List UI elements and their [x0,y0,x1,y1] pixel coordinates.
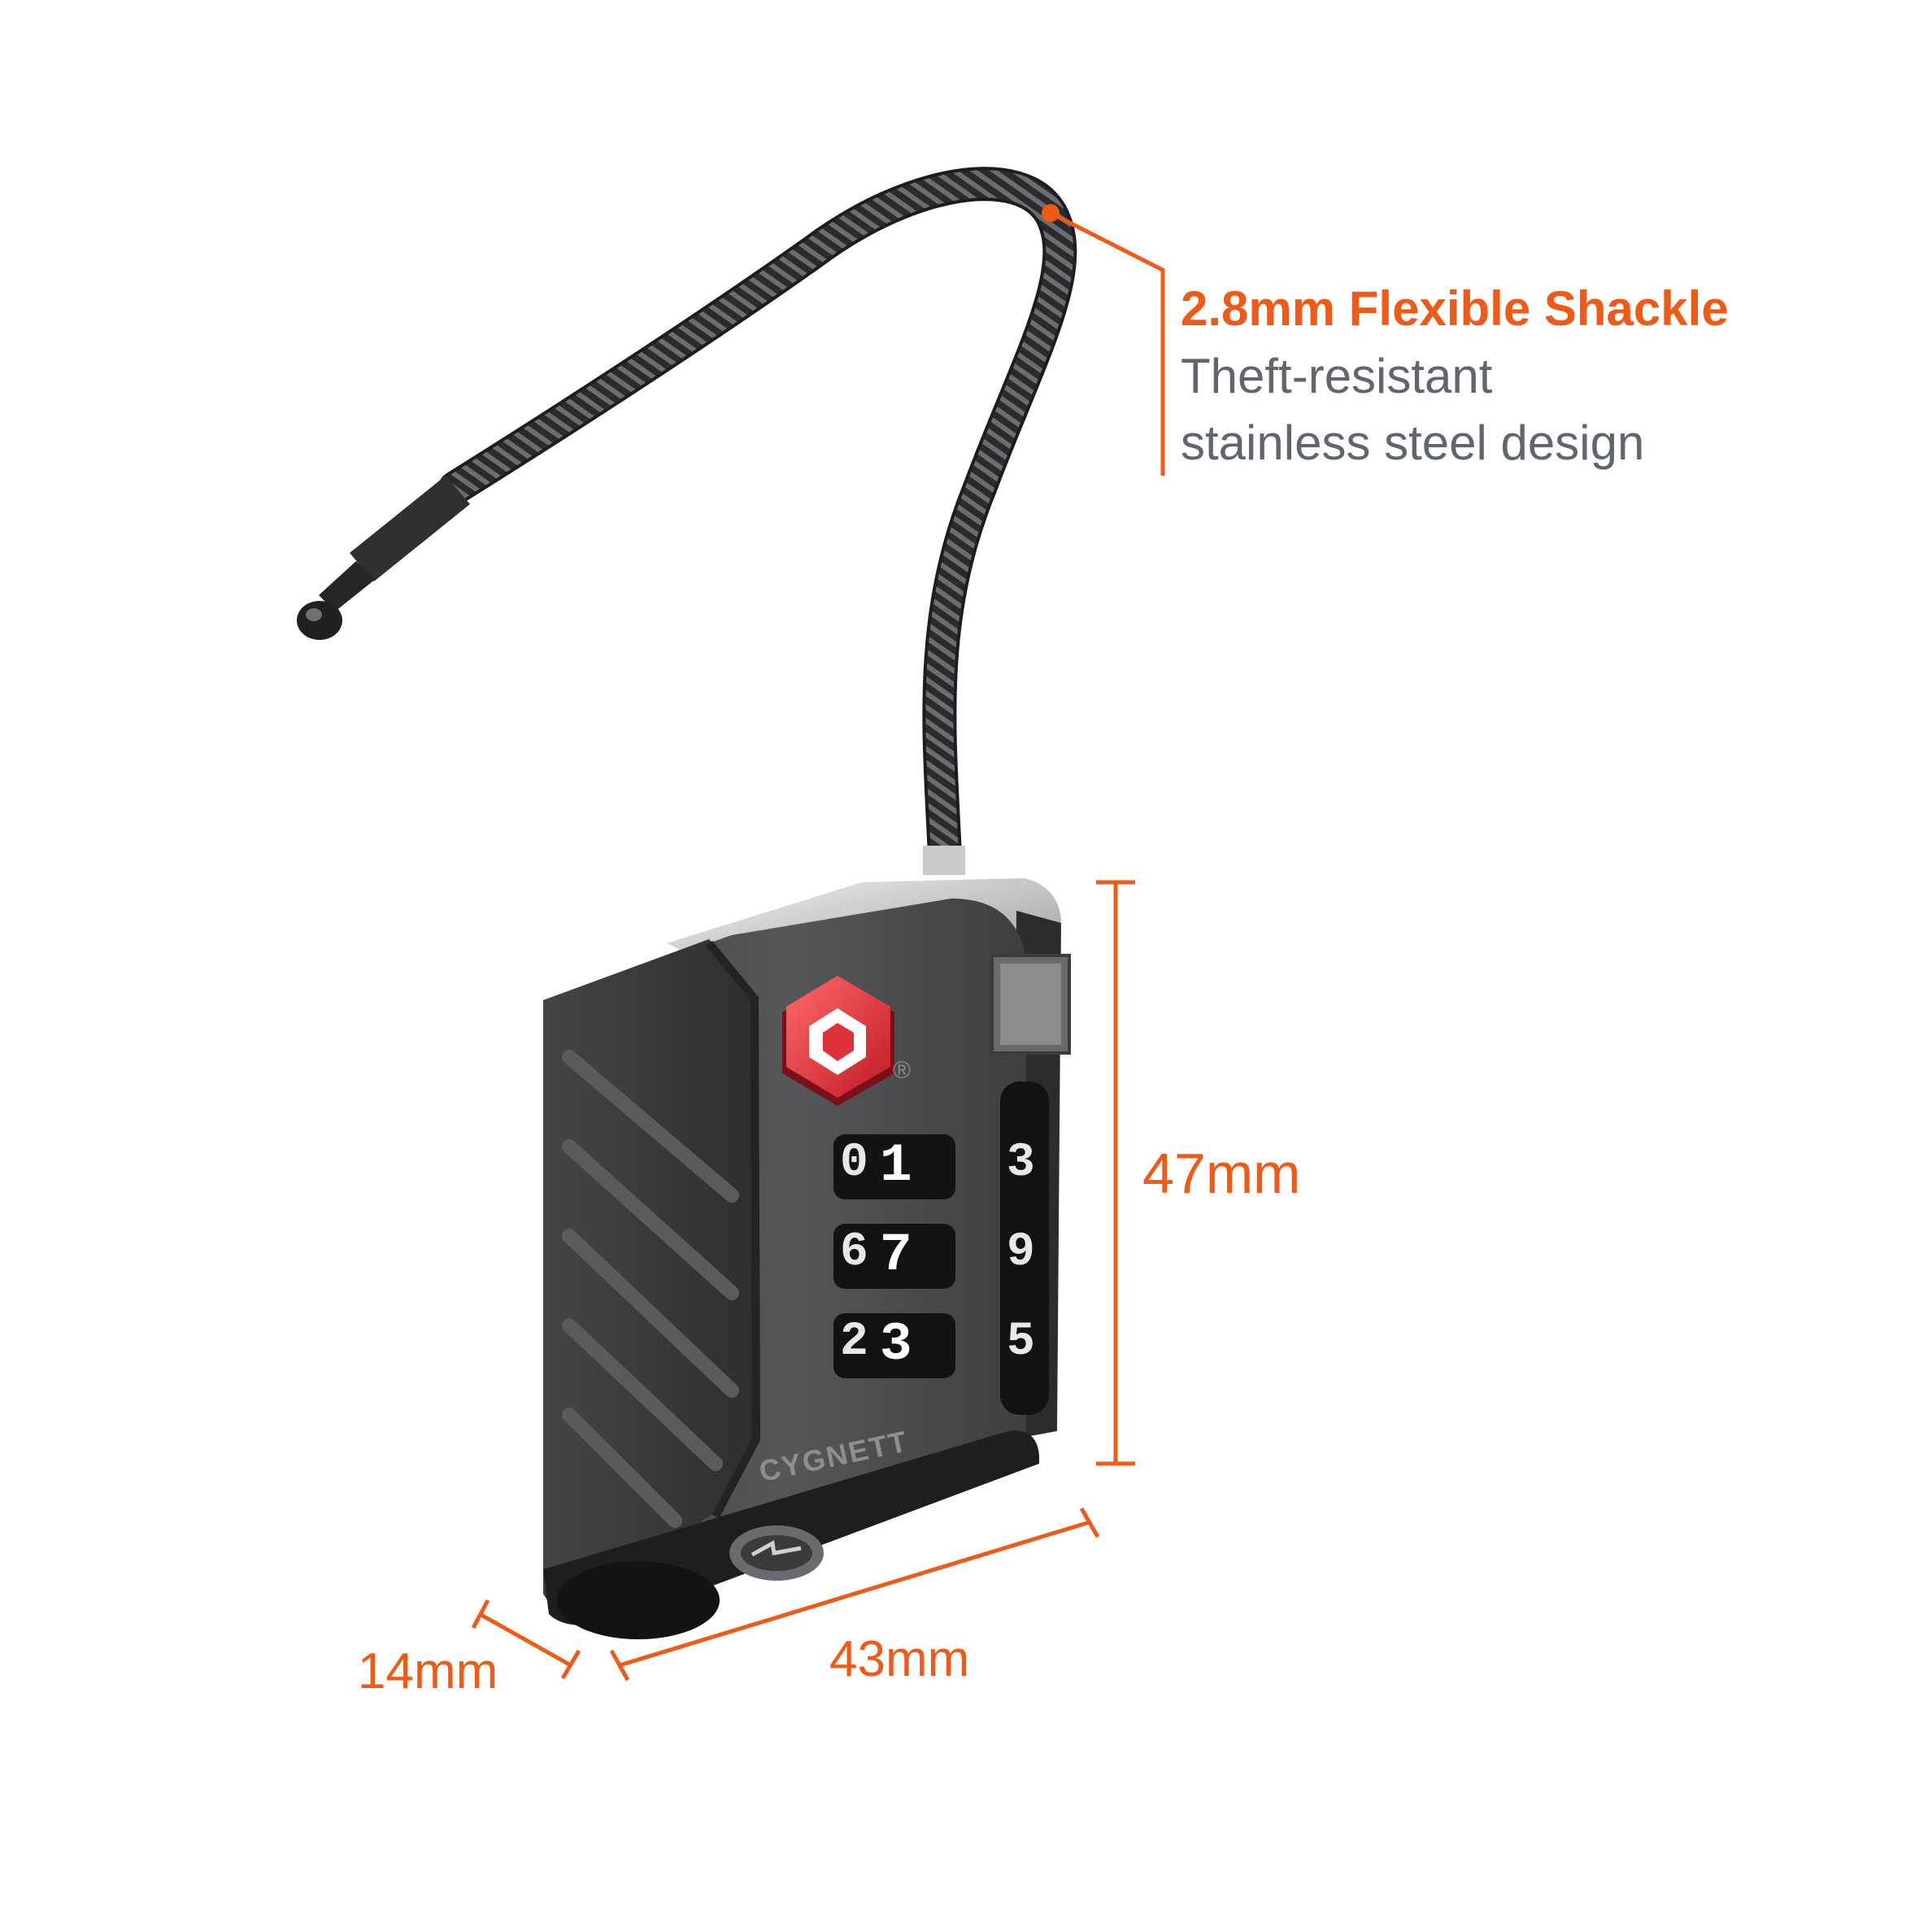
dial-1-main-digit: 1 [880,1135,912,1196]
height-dimension-line [1096,880,1135,1466]
callout-line-2: stainless steel design [1181,416,1645,470]
callout-title: 2.8mm Flexible Shackle [1181,281,1729,336]
callout-leader-line [1049,211,1165,476]
dial-row-3 [833,1313,955,1378]
dial-side-window [1000,1081,1049,1415]
dial-2-main-digit: 7 [880,1225,912,1286]
shackle-tip [297,476,470,640]
dial-3-side-digit: 5 [1007,1316,1035,1368]
width-dimension-line [609,1507,1100,1682]
height-dimension-label: 47mm [1142,1142,1301,1205]
release-button-face [1000,964,1061,1045]
dial-row-1 [833,1134,955,1199]
callout-line-1: Theft-resistant [1181,349,1493,403]
depth-dimension-line [471,1599,581,1680]
base-cylinder [557,1561,720,1639]
grip-ridges [562,1050,739,1528]
dial-1-side-digit: 3 [1007,1137,1035,1190]
width-dimension-label: 43mm [829,1631,970,1687]
dial-2-left-digit: 6 [840,1226,868,1279]
cable-collar [923,846,965,875]
callout-dot [1042,204,1060,222]
registered-mark: ® [893,1057,912,1084]
depth-dimension-label: 14mm [358,1643,498,1699]
dial-row-2 [833,1224,955,1289]
key-slot-icon [729,1525,824,1581]
dial-3-main-digit: 3 [880,1314,912,1375]
dial-2-side-digit: 9 [1007,1226,1035,1279]
dial-3-left-digit: 2 [840,1316,868,1368]
tsa-diamond-icon [782,976,894,1106]
dial-wheels [833,1134,955,1378]
dial-1-left-digit: 0 [840,1137,868,1190]
panel-divider [706,940,761,1519]
